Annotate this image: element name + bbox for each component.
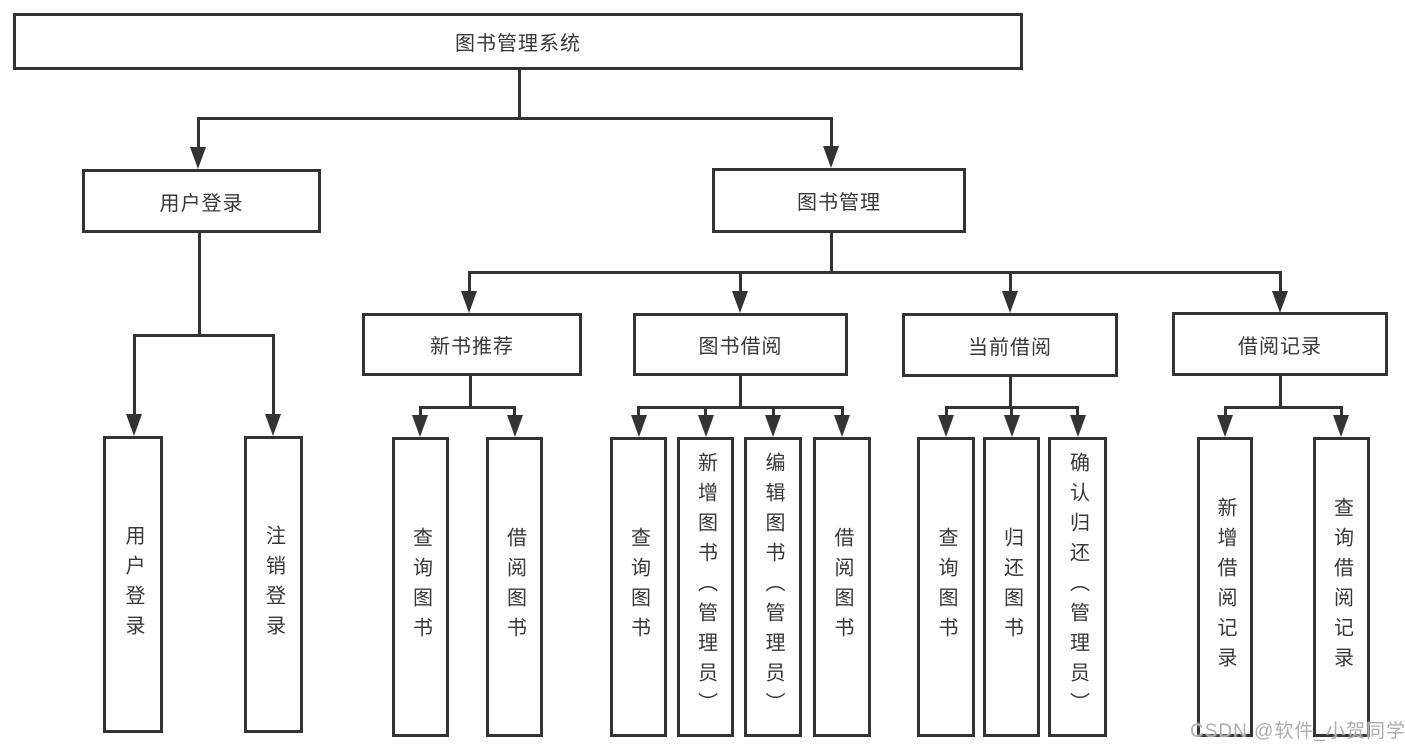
arrow-down-icon [190, 147, 206, 169]
arrow-down-icon [631, 415, 647, 437]
leaf-add-borrow-record: 新增借阅记录 [1197, 437, 1253, 737]
connector-to-section [1009, 274, 1012, 292]
connector-to-leaf [133, 336, 136, 416]
leaf-borrow-book: 借阅图书 [486, 437, 543, 737]
node-user-login: 用户登录 [82, 169, 321, 233]
node-borrow-record: 借阅记录 [1172, 312, 1388, 376]
arrow-down-icon [126, 414, 142, 436]
leaf-query-book: 查询图书 [610, 437, 667, 737]
connector-root-hline [197, 117, 833, 120]
connector-book-mgmt-hline [468, 271, 1282, 274]
leaf-logout: 注销登录 [244, 436, 303, 733]
connector-to-leaf [1224, 409, 1227, 419]
connector-section-hline [419, 406, 516, 409]
connector-section-hline [637, 406, 844, 409]
connector-to-leaf [637, 409, 640, 419]
connector-book-mgmt-stub [830, 233, 833, 271]
connector-to-leaf [419, 409, 422, 419]
arrow-down-icon [698, 415, 714, 437]
leaf-confirm-return-admin: 确认归还（管理员） [1048, 437, 1107, 737]
arrow-down-icon [732, 291, 748, 313]
connector-to-section [739, 274, 742, 292]
arrow-down-icon [834, 415, 850, 437]
arrow-down-icon [1217, 415, 1233, 437]
leaf-borrow-book: 借阅图书 [813, 437, 871, 737]
connector-section-stub [1009, 377, 1012, 408]
connector-section-stub [469, 376, 472, 408]
connector-to-section [468, 274, 471, 292]
connector-to-section [1279, 274, 1282, 292]
leaf-return-book: 归还图书 [983, 437, 1040, 737]
connector-to-leaf [945, 409, 948, 419]
arrow-down-icon [412, 415, 428, 437]
leaf-user-login: 用户登录 [103, 436, 163, 733]
node-library-system: 图书管理系统 [13, 13, 1023, 70]
watermark: CSDN @软件_小贺同学 [1190, 721, 1405, 742]
connector-to-leaf [1340, 409, 1343, 419]
connector-section-stub [739, 376, 742, 408]
leaf-add-book-admin: 新增图书（管理员） [677, 437, 734, 737]
connector-to-book-mgmt [830, 118, 833, 148]
arrow-down-icon [1004, 415, 1020, 437]
connector-to-leaf [841, 409, 844, 419]
connector-to-user-login [197, 118, 200, 149]
arrow-down-icon [461, 291, 477, 313]
leaf-query-book: 查询图书 [917, 437, 975, 737]
connector-to-leaf [704, 409, 707, 419]
arrow-down-icon [823, 146, 839, 168]
connector-section-hline [945, 406, 1079, 409]
connector-user-login-stub [198, 233, 201, 336]
connector-to-leaf [272, 336, 275, 416]
arrow-down-icon [1272, 291, 1288, 313]
connector-section-hline [1224, 406, 1343, 409]
node-new-book-recommend: 新书推荐 [362, 313, 582, 376]
arrow-down-icon [265, 414, 281, 436]
connector-to-leaf [772, 409, 775, 419]
node-current-borrow: 当前借阅 [902, 313, 1118, 377]
arrow-down-icon [938, 415, 954, 437]
leaf-query-borrow-record: 查询借阅记录 [1313, 437, 1370, 737]
connector-to-leaf [1076, 409, 1079, 419]
leaf-edit-book-admin: 编辑图书（管理员） [744, 437, 802, 737]
arrow-down-icon [1002, 291, 1018, 313]
connector-section-stub [1279, 376, 1282, 408]
leaf-query-book: 查询图书 [392, 437, 449, 737]
connector-to-leaf [513, 409, 516, 419]
node-book-borrow: 图书借阅 [633, 313, 848, 376]
arrow-down-icon [1070, 415, 1086, 437]
arrow-down-icon [765, 415, 781, 437]
arrow-down-icon [507, 415, 523, 437]
connector-root-stub [518, 70, 521, 118]
connector-to-leaf [1010, 409, 1013, 419]
arrow-down-icon [1333, 415, 1349, 437]
connector-user-login-hline [133, 334, 275, 337]
node-book-mgmt: 图书管理 [712, 168, 966, 233]
